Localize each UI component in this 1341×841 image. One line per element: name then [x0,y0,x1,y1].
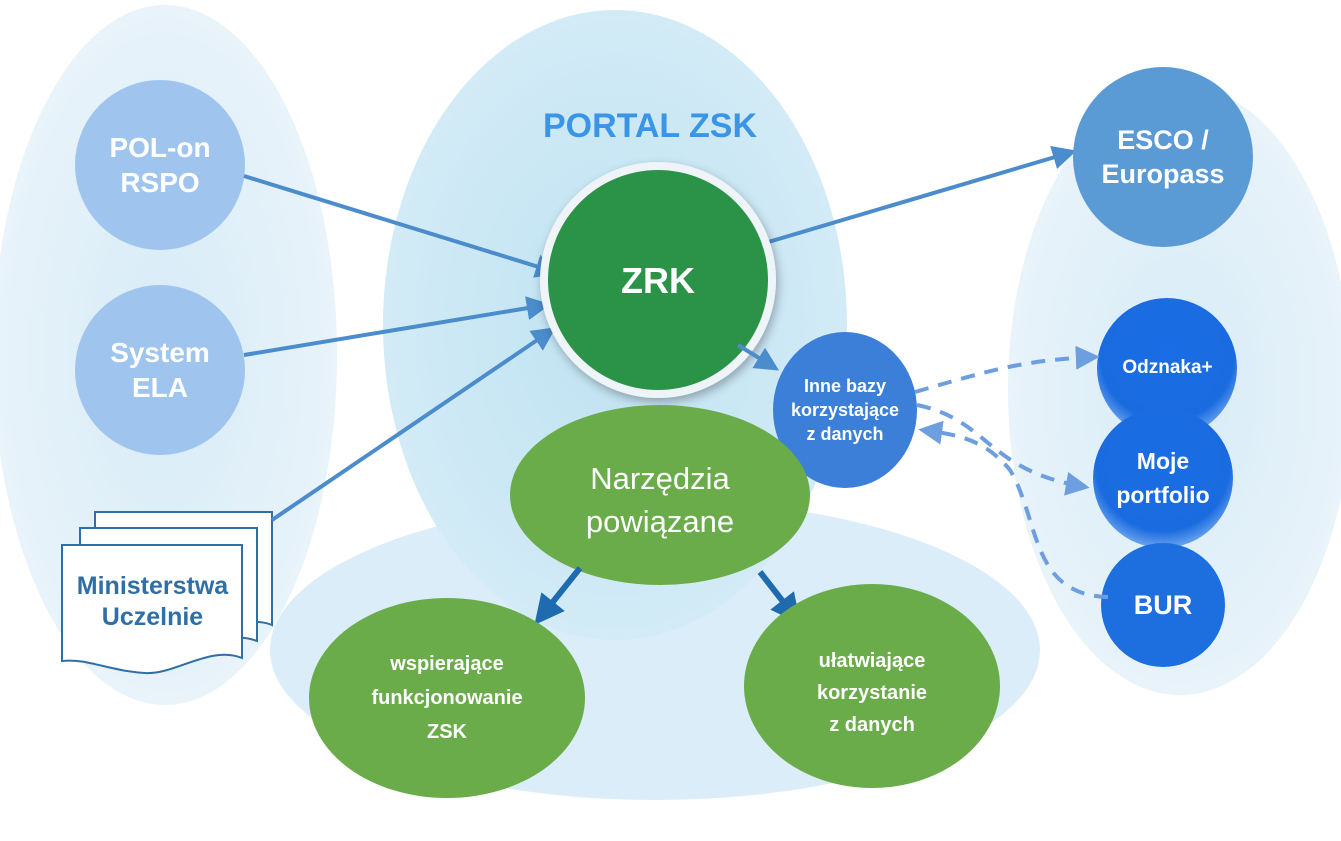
dash-arrow-bur [918,420,1109,599]
bur-circle [1101,543,1225,667]
polon-circle [75,80,245,250]
dash-arrow-portfolio [916,403,1090,496]
ela-circle [75,285,245,455]
odznaka-label: Odznaka+ [1122,357,1213,379]
arrow-tools-supporting [534,566,583,626]
esco-label: ESCO / Europass [1101,125,1225,189]
otherdb-label: Inne bazy korzystające z danych [790,375,900,445]
portfolio-circle [1093,408,1233,548]
facilitating-label: ułatwiające korzystanie z danych [816,649,928,736]
otherdb-circle [773,332,917,488]
arrow-documents-zrk [270,327,556,522]
documents-label: Ministerstwa Uczelnie [76,571,229,631]
zrk-circle [548,170,768,390]
dash-arrow-odznaka [914,345,1100,394]
tools-label: Narzędzia powiązane [585,460,735,539]
arrow-polon-zrk [243,174,560,278]
esco-circle [1073,67,1253,247]
polon-label: POL-on RSPO [109,132,211,198]
arrow-zrk-otherdb [736,343,780,371]
ela-label: System ELA [110,337,210,403]
portfolio-label: Moje portfolio [1116,447,1210,509]
supporting-ellipse [309,598,585,798]
bur-label: BUR [1133,590,1193,621]
tools-ellipse [510,405,810,585]
arrow-ela-zrk [243,296,551,357]
documents-icon [61,511,273,675]
zrk-label: ZRK [621,259,695,301]
supporting-label: wspierające funkcjonowanie ZSK [371,652,523,743]
odznaka-circle [1097,298,1237,438]
arrow-zrk-esco [764,145,1077,245]
portal-title: PORTAL ZSK [542,106,758,145]
facilitating-ellipse [744,584,1000,788]
